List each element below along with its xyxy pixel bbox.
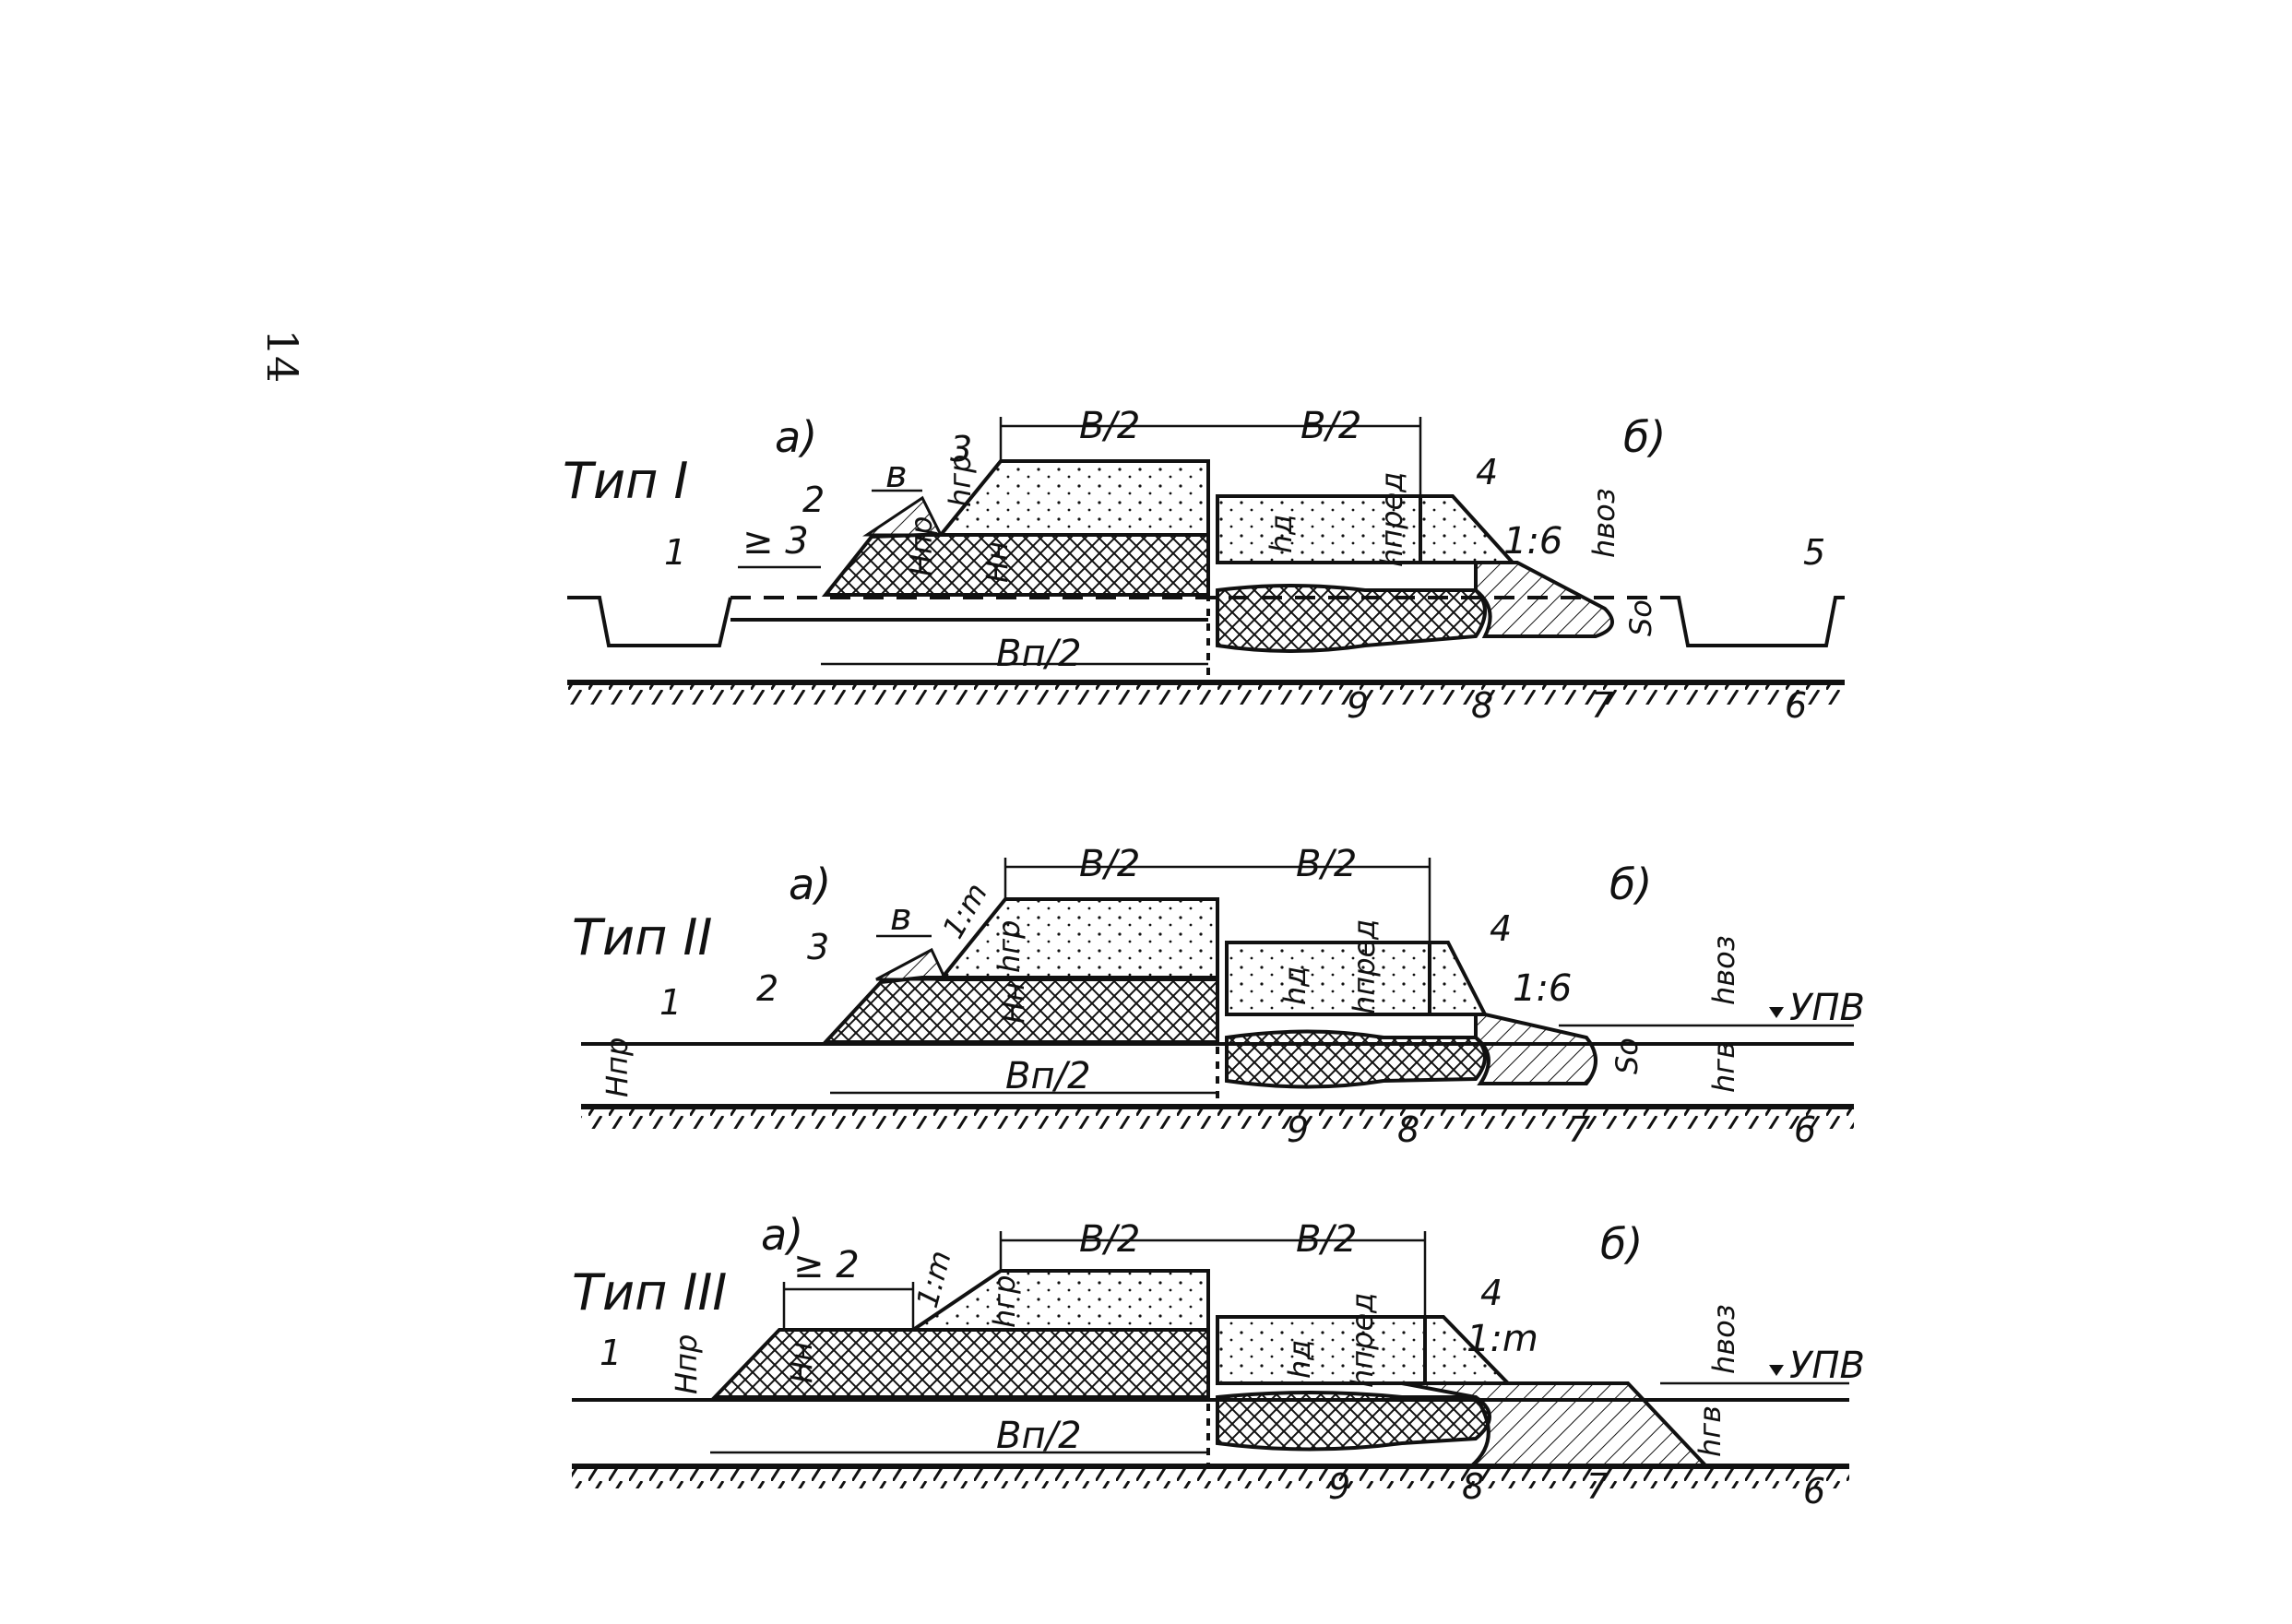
- water-level-label: УПВ: [1789, 987, 1865, 1029]
- callout-1: 1: [659, 982, 682, 1023]
- dim-h-voz: hвоз: [1706, 1304, 1741, 1374]
- callout-4: 4: [1476, 452, 1498, 492]
- callout-3: 3: [807, 927, 829, 967]
- dim-h-gr: hгр: [943, 455, 978, 507]
- berm-fill-1: [1474, 561, 1614, 638]
- sub-label-b: б): [1623, 412, 1666, 462]
- dim-h-pred: hпред: [1345, 1293, 1380, 1388]
- dim-slope: 1:6: [1503, 520, 1562, 563]
- dim-h-voz: hвоз: [1706, 935, 1741, 1005]
- dim-half-width-right: B/2: [1296, 1218, 1357, 1261]
- dim-berm-width: в: [890, 896, 912, 939]
- dim-h-voz: hвоз: [1586, 488, 1621, 558]
- callout-6: 6: [1794, 1109, 1816, 1150]
- water-level-marker-icon: [1769, 1365, 1784, 1376]
- callout-6: 6: [1803, 1471, 1825, 1511]
- dim-h-d: hд: [1264, 515, 1299, 553]
- callout-5: 5: [1803, 532, 1825, 573]
- sub-label-a: а): [761, 1210, 803, 1260]
- dim-h-pr: Нпр: [600, 1037, 635, 1097]
- callout-8: 8: [1397, 1109, 1419, 1150]
- dim-base-half: Bп/2: [996, 1415, 1082, 1457]
- type-label: Тип I: [563, 452, 688, 510]
- callout-1: 1: [664, 532, 686, 573]
- callout-9: 9: [1287, 1109, 1309, 1150]
- dim-h-n: Нн: [996, 982, 1031, 1024]
- dim-h-pr: Нпр: [904, 516, 939, 576]
- ditch-right: [1665, 596, 1845, 647]
- dim-h-pred: hпред: [1374, 472, 1409, 567]
- callout-8: 8: [1462, 1466, 1484, 1507]
- callout-1: 1: [600, 1333, 622, 1373]
- callout-2: 2: [802, 480, 825, 520]
- sub-label-a: а): [789, 859, 831, 909]
- callout-8: 8: [1471, 685, 1493, 726]
- callout-3: 3: [950, 429, 972, 469]
- panel-type-3: Тип III а) б) B/2 B/2 Bп/2 ≥ 2 1:m hгр Н…: [572, 1210, 1865, 1511]
- dim-s-o: So: [1623, 599, 1658, 636]
- dim-berm-min: ≥ 3: [742, 520, 809, 563]
- panel-type-1: Тип I а) б) B/2 B/2 Bп/2 в ≥ 3 hгр Нпр Н…: [563, 405, 1845, 726]
- callout-6: 6: [1785, 685, 1807, 726]
- dim-berm-width: в: [885, 454, 908, 496]
- callout-2: 2: [756, 968, 778, 1009]
- dim-slope-m-right: 1:m: [1467, 1318, 1538, 1360]
- callout-7: 7: [1568, 1109, 1590, 1150]
- dim-base-half: Bп/2: [1005, 1055, 1091, 1097]
- dim-slope: 1:6: [1513, 967, 1572, 1010]
- dim-half-width-right: B/2: [1296, 843, 1357, 885]
- dim-h-gv: hгв: [1692, 1405, 1728, 1457]
- dim-h-d: hд: [1277, 966, 1312, 1005]
- sub-label-a: а): [775, 412, 817, 462]
- callout-4: 4: [1480, 1273, 1502, 1313]
- callout-7: 7: [1586, 1466, 1609, 1507]
- dim-h-n: Нн: [980, 541, 1015, 583]
- embankment-top-1: [936, 459, 1210, 537]
- callout-4: 4: [1490, 908, 1512, 949]
- dim-berm-min: ≥ 2: [793, 1244, 860, 1286]
- panel-type-2: Тип II а) б) B/2 B/2 Bп/2 в 1:m hгр Нпр …: [572, 843, 1865, 1150]
- water-level-marker-icon: [1769, 1007, 1784, 1018]
- sub-label-b: б): [1609, 859, 1652, 909]
- dim-h-gr: hгр: [992, 920, 1027, 973]
- peat-replace-1: [1216, 584, 1487, 653]
- dim-s-o: So: [1609, 1037, 1645, 1074]
- embankment-core-1: [821, 533, 1210, 597]
- dim-base-half: Bп/2: [996, 633, 1082, 675]
- callout-7: 7: [1591, 685, 1613, 726]
- dim-slope-m: 1:m: [909, 1247, 958, 1311]
- dim-half-width-left: B/2: [1079, 843, 1140, 885]
- dim-half-width-left: B/2: [1079, 1218, 1140, 1261]
- dim-h-pred: hпред: [1347, 919, 1382, 1014]
- ground-hatch: [567, 684, 1845, 705]
- callout-9: 9: [1328, 1466, 1350, 1507]
- dim-h-gv: hгв: [1706, 1041, 1741, 1093]
- callout-9: 9: [1347, 685, 1369, 726]
- ditch-left: [567, 596, 732, 647]
- type-label: Тип III: [572, 1263, 727, 1322]
- dim-h-n: Нн: [784, 1342, 819, 1383]
- sub-label-b: б): [1600, 1219, 1643, 1269]
- water-level-label: УПВ: [1789, 1345, 1865, 1387]
- type-label: Тип II: [572, 908, 712, 966]
- dim-half-width-left: B/2: [1079, 405, 1140, 447]
- dim-h-gr: hгр: [987, 1275, 1022, 1328]
- dim-h-pr: Нпр: [669, 1334, 704, 1394]
- dim-h-d: hд: [1282, 1340, 1317, 1379]
- dim-half-width-right: B/2: [1300, 405, 1361, 447]
